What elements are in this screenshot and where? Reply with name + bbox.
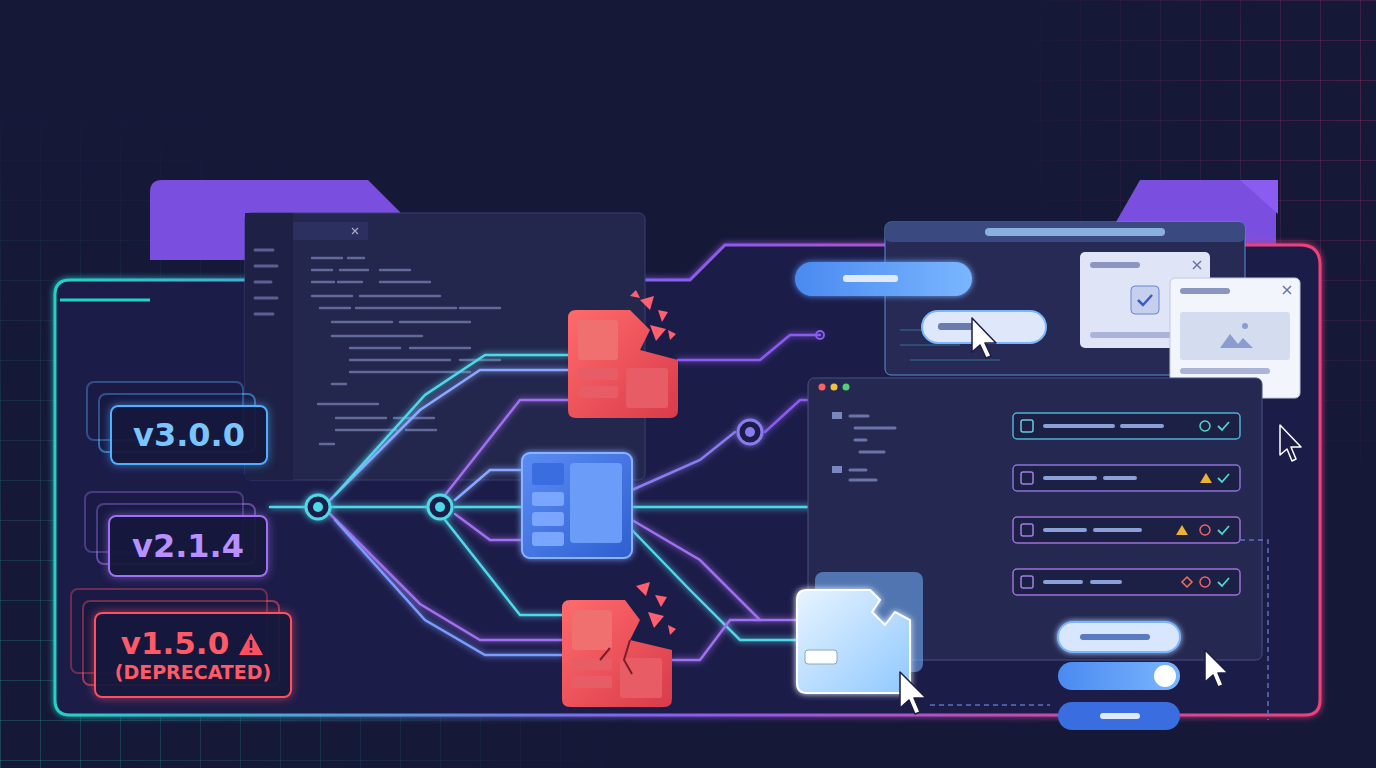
status-label: (DEPRECATED) xyxy=(115,662,272,684)
title-row: v1.5.0 xyxy=(121,626,265,662)
warning-icon xyxy=(237,631,265,657)
version-box: v2.1.4 xyxy=(108,515,268,577)
version-number: v2.1.4 xyxy=(132,528,244,565)
version-box: v3.0.0 xyxy=(110,405,268,465)
version-number: v3.0.0 xyxy=(133,417,245,454)
version-number: v1.5.0 xyxy=(121,626,229,662)
version-box: v1.5.0(DEPRECATED) xyxy=(94,612,292,698)
